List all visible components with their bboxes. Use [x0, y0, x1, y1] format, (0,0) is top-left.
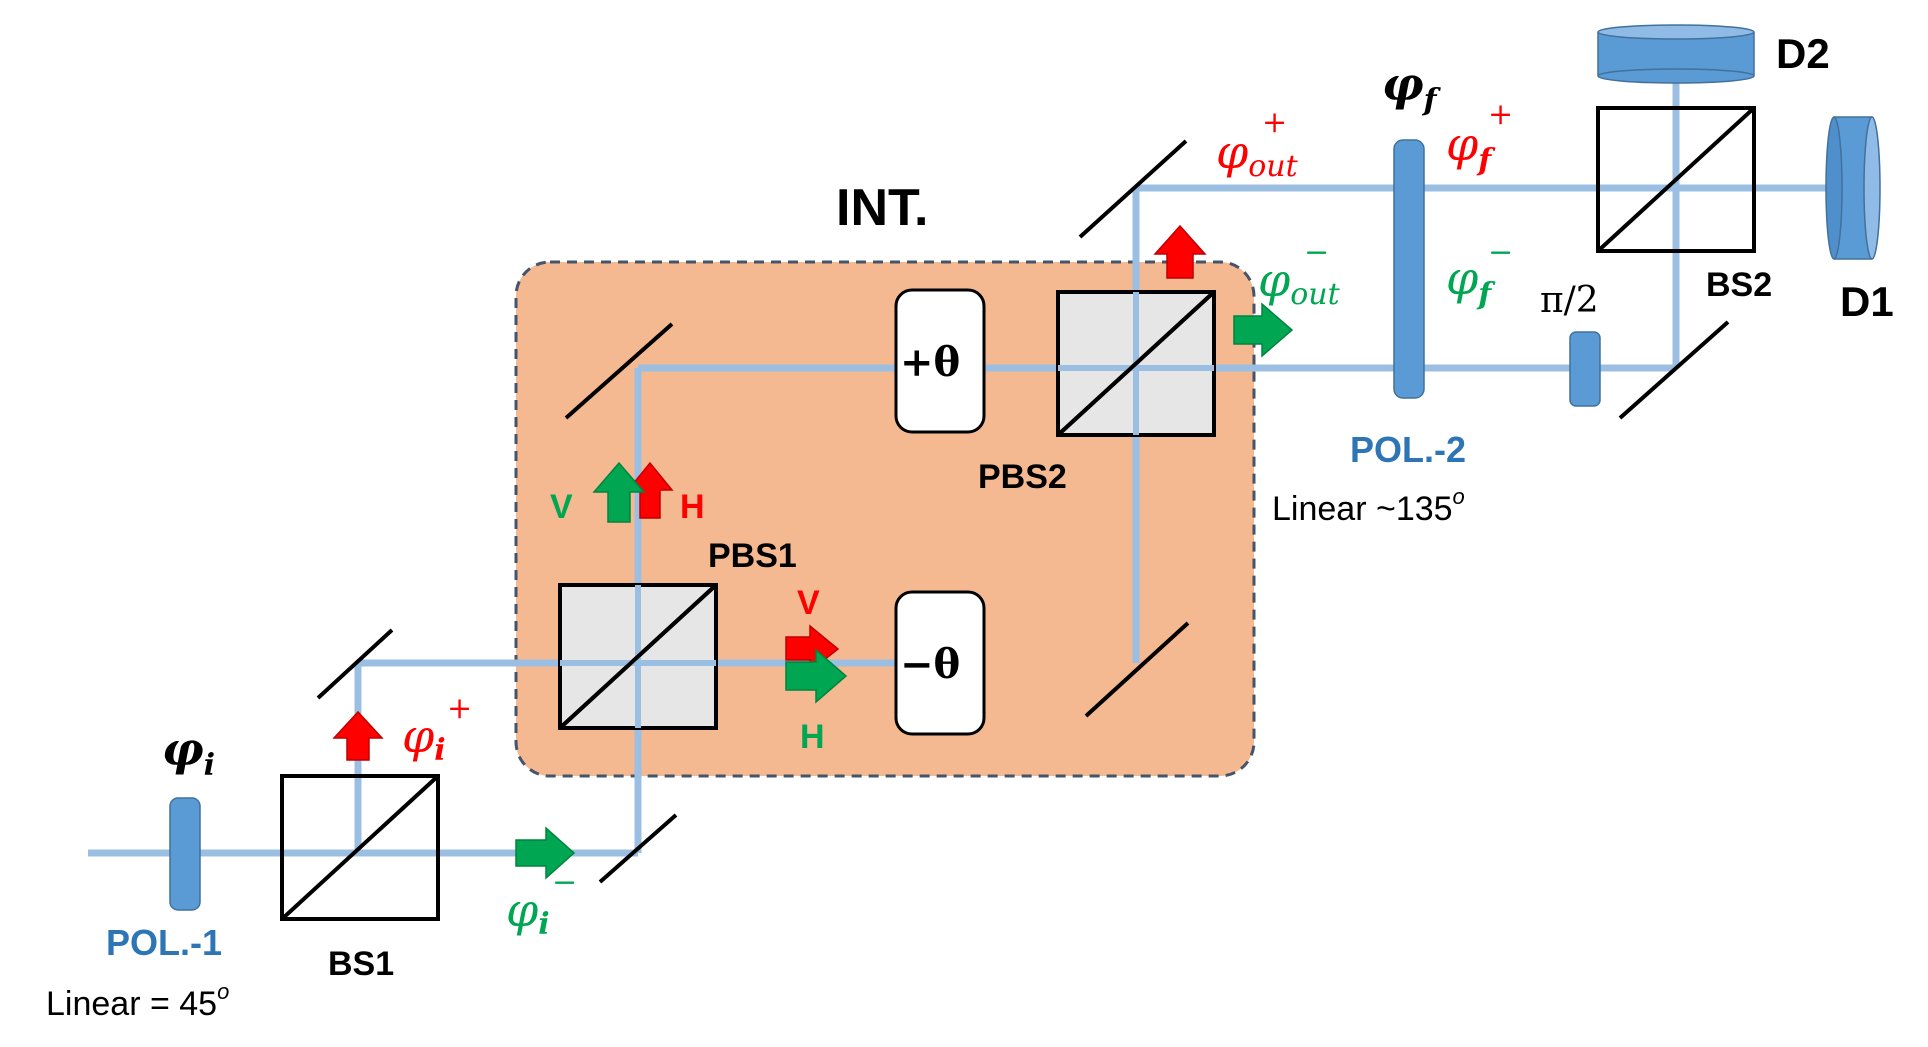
- phi-out-plus-label: φout: [1216, 125, 1299, 184]
- mirror-int-bottom-right: [1084, 621, 1190, 718]
- phi-f-label: φf: [1382, 57, 1442, 118]
- d2-label: D2: [1776, 30, 1830, 77]
- phase-plate-label: π/2: [1540, 280, 1599, 321]
- plus-theta-label: +θ: [900, 339, 960, 386]
- d1-label: D1: [1840, 278, 1894, 325]
- minus-theta-label: −θ: [900, 641, 960, 688]
- detector-d1: [1825, 116, 1881, 260]
- phi-f-plus-label: φf: [1446, 117, 1496, 178]
- phi-f-plus-sup: +: [1488, 97, 1513, 132]
- pol2-label: POL.-2: [1350, 429, 1466, 470]
- bs1-label: BS1: [328, 945, 394, 983]
- red-arrow-pbs2: [1153, 224, 1207, 279]
- phi-i-minus-label: φi: [506, 883, 550, 942]
- plus-theta-plate: [894, 288, 986, 434]
- phi-i-plus-sup: +: [447, 691, 472, 726]
- mirrors: [316, 139, 1730, 884]
- minus-theta-plate: [894, 590, 986, 736]
- phi-f-minus-sup: −: [1488, 235, 1513, 270]
- h-label-red: H: [680, 488, 705, 526]
- mirror-out-top: [1078, 139, 1188, 239]
- bs2-label: BS2: [1706, 266, 1772, 304]
- mirror-bottom: [598, 813, 678, 884]
- polarizer-1: [169, 797, 201, 911]
- phi-i-minus-sup: −: [552, 865, 577, 900]
- phi-i-label: φi: [162, 722, 215, 783]
- pol1-setting: Linear = 45o: [46, 979, 229, 1023]
- mirror-bs2-bottom: [1618, 320, 1730, 420]
- phi-out-minus-label: φout: [1258, 253, 1341, 312]
- v-label-red: V: [797, 584, 820, 622]
- pbs1-label: PBS1: [708, 537, 797, 575]
- polarizer-2: [1393, 139, 1425, 399]
- bs2-cube: [1596, 106, 1756, 253]
- h-label-green: H: [800, 718, 825, 756]
- phi-out-minus-sup: −: [1304, 235, 1329, 270]
- pol1-label: POL.-1: [106, 922, 222, 963]
- green-arrow-pbs1-up: [592, 461, 646, 523]
- detector-d2: [1597, 24, 1755, 84]
- v-label-green: V: [550, 488, 573, 526]
- phi-out-plus-sup: +: [1262, 105, 1287, 140]
- green-arrow-pbs2: [1233, 302, 1294, 358]
- red-arrow-bs1: [332, 710, 384, 761]
- int-label: INT.: [836, 179, 928, 237]
- pol2-setting: Linear ~135o: [1272, 484, 1465, 528]
- mirror-int-top-left: [564, 322, 674, 420]
- phi-i-plus-label: φi: [402, 709, 446, 768]
- green-arrow-bottom: [515, 826, 576, 880]
- bs1-cube: [280, 774, 440, 921]
- pbs2-label: PBS2: [978, 458, 1067, 496]
- phase-plate: [1569, 331, 1601, 407]
- green-arrow-pbs1-right: [785, 648, 848, 704]
- mirror-bs1-top: [316, 628, 394, 700]
